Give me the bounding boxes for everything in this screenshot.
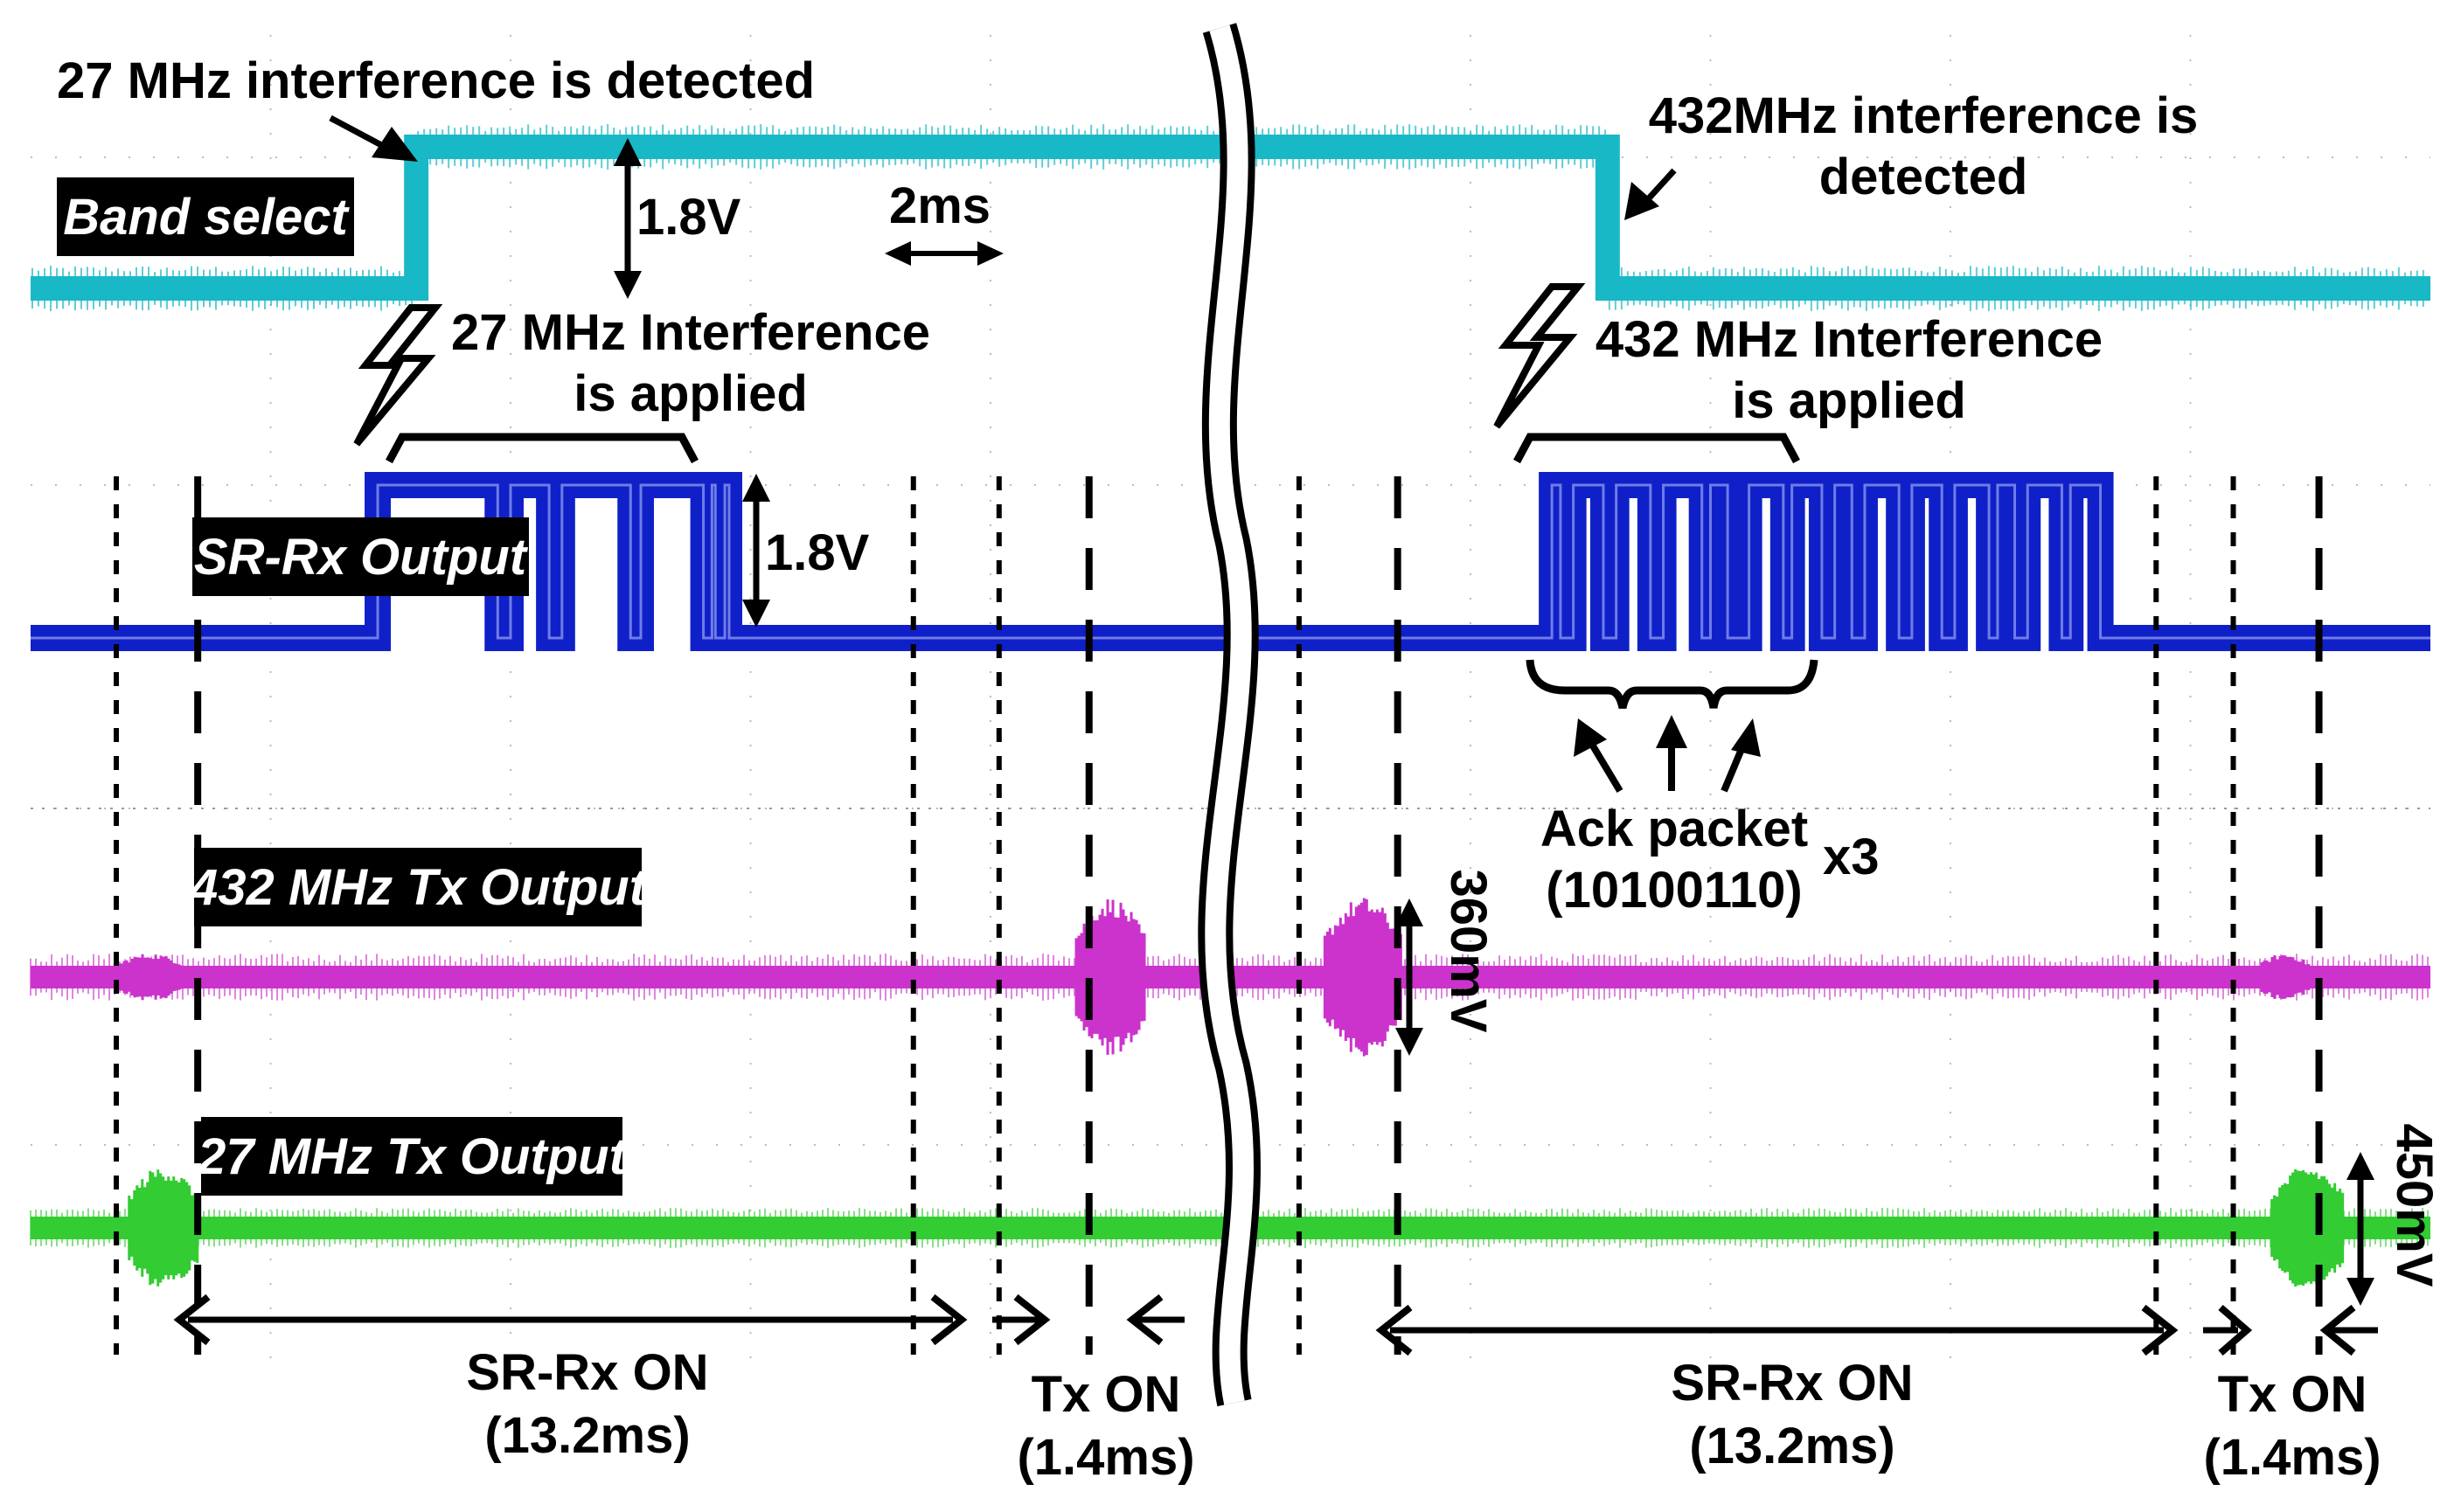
time-scale-label: 2ms [889, 177, 991, 234]
annotation-432mhz-detected: 432MHz interference is detected [1624, 87, 2198, 220]
annotation-text: 27 MHz Interference [451, 304, 930, 361]
amplitude-label: 1.8V [765, 524, 870, 581]
interval-sr-rx-on-2: SR-Rx ON (13.2ms) [1375, 1304, 2179, 1474]
annotation-27mhz-detected: 27 MHz interference is detected [57, 52, 815, 162]
trace-name: Band select [63, 189, 350, 246]
tx-burst [1074, 899, 1146, 1055]
interval-duration: (1.4ms) [1017, 1429, 1194, 1486]
tx-burst [115, 954, 186, 1001]
annotation-text: 432MHz interference is [1649, 87, 2199, 144]
trace-name: 432 MHz Tx Output [189, 859, 649, 916]
interval-label: SR-Rx ON [466, 1344, 708, 1401]
interval-label: Tx ON [2218, 1366, 2367, 1423]
annotation-text: 432 MHz Interference [1595, 311, 2103, 368]
tx27-amplitude-marker: 450mV [2346, 1123, 2443, 1306]
interval-tx-on-1: Tx ON (1.4ms) [992, 1294, 1195, 1486]
interval-sr-rx-on-1: SR-Rx ON (13.2ms) [173, 1294, 968, 1464]
ack-packet-annotation: Ack packet (10100110) x3 [1526, 659, 1880, 919]
arrow-head [1731, 718, 1761, 757]
bracket [1513, 433, 1800, 464]
amplitude-label: 450mV [2386, 1123, 2443, 1287]
tx-burst [128, 1169, 199, 1287]
interval-label: Tx ON [1032, 1366, 1181, 1423]
brace [1526, 659, 1818, 710]
trace-label-sr-rx: SR-Rx Output [192, 517, 529, 596]
annotation-text: detected [1819, 149, 2028, 205]
arrow-head [1656, 715, 1687, 748]
interval-tx-on-2: Tx ON (1.4ms) [2203, 1304, 2381, 1486]
trace-label-band-select: Band select [57, 177, 354, 256]
trace-name: SR-Rx Output [194, 529, 529, 586]
annotation-text: 27 MHz interference is detected [57, 52, 815, 109]
trace-noise [1608, 266, 2424, 311]
amplitude-label: 360mV [1440, 869, 1497, 1032]
annotation-27mhz-applied: 27 MHz Interference is applied [353, 304, 930, 464]
band-select-amplitude-marker: 1.8V [614, 138, 741, 299]
interval-duration: (13.2ms) [1689, 1418, 1894, 1474]
interval-duration: (1.4ms) [2203, 1429, 2381, 1486]
trace-name: 27 MHz Tx Output [197, 1128, 628, 1185]
trace-label-432-tx: 432 MHz Tx Output [189, 848, 649, 926]
arrow-head [1574, 718, 1607, 757]
bracket [386, 433, 699, 464]
trace-noise [30, 1208, 2429, 1248]
time-markers [114, 476, 2323, 1355]
interval-label: SR-Rx ON [1671, 1355, 1913, 1411]
tx-burst [2257, 954, 2311, 1000]
trace-label-27-tx: 27 MHz Tx Output [197, 1117, 629, 1196]
tx432-amplitude-marker: 360mV [1395, 869, 1497, 1056]
amplitude-label: 1.8V [636, 189, 741, 246]
time-axis-break [1198, 23, 1261, 1407]
annotation-text: x3 [1823, 829, 1880, 885]
lightning-icon [1493, 283, 1586, 429]
trace-noise [31, 266, 413, 311]
trace-noise [417, 124, 1607, 170]
interval-duration: (13.2ms) [484, 1407, 690, 1464]
arrow-head [372, 127, 418, 162]
lightning-icon [353, 304, 443, 447]
annotation-text: is applied [1732, 372, 1966, 429]
annotation-text: (10100110) [1546, 862, 1802, 919]
sr-rx-amplitude-marker: 1.8V [742, 474, 870, 628]
trace-sr-rx-edge [31, 483, 2430, 640]
annotation-text: is applied [574, 365, 808, 422]
time-scale-marker: 2ms [885, 177, 1004, 266]
arrow-head [1624, 182, 1659, 220]
annotation-text: Ack packet [1540, 801, 1808, 857]
tx-burst [1323, 898, 1402, 1057]
tx-burst [2270, 1169, 2345, 1287]
annotation-432mhz-applied: 432 MHz Interference is applied [1493, 283, 2103, 464]
